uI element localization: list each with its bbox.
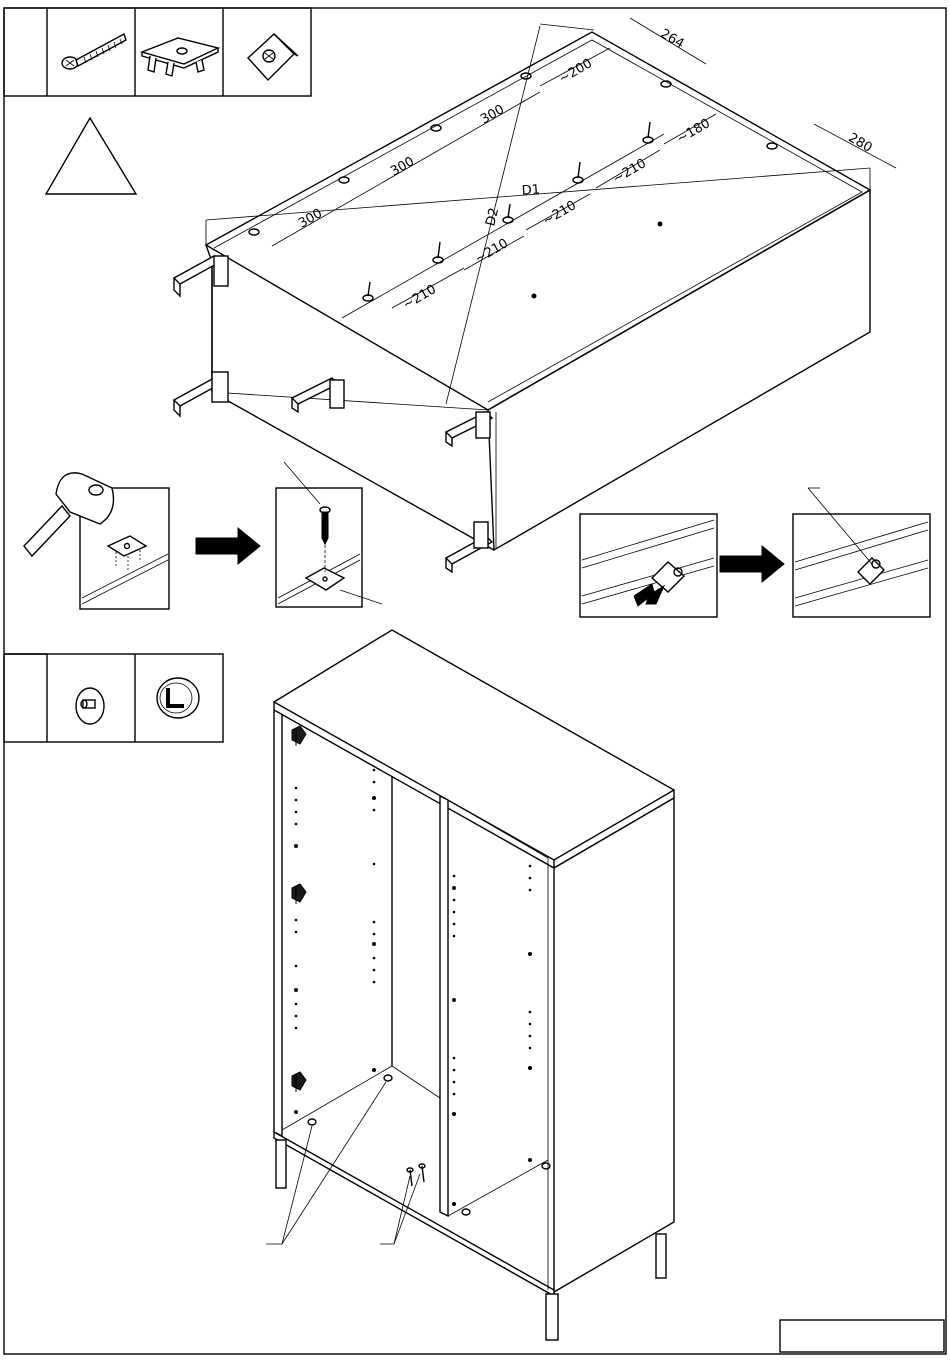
parts-box-a bbox=[4, 8, 311, 96]
warning-triangle bbox=[46, 118, 136, 194]
hammer-icon bbox=[24, 473, 114, 556]
screw-vertical-icon bbox=[320, 507, 330, 544]
leg-rear-right bbox=[446, 522, 492, 572]
step-corner-bracket-fixed bbox=[793, 488, 930, 617]
leg-rear-left bbox=[174, 372, 228, 416]
leg-front-left bbox=[174, 256, 228, 296]
dim-spacing-180: ~180 bbox=[675, 116, 713, 147]
dim-diagonal-1: D1 bbox=[521, 182, 540, 198]
step-corner-bracket bbox=[580, 514, 717, 617]
dim-spacing-210-c: ~210 bbox=[473, 236, 511, 267]
arrow-right-2 bbox=[720, 546, 784, 582]
dim-spacing-300-a: 300 bbox=[478, 102, 507, 127]
screw-icon bbox=[62, 34, 126, 69]
leg-front-right bbox=[446, 412, 492, 446]
bottom-fittings bbox=[308, 1075, 550, 1215]
cam-fittings bbox=[292, 726, 306, 1092]
dim-depth-right: 280 bbox=[846, 130, 875, 155]
cap-cover-icon bbox=[157, 678, 199, 718]
dim-spacing-top: ~200 bbox=[557, 56, 595, 87]
arrow-right-1 bbox=[196, 528, 260, 564]
dim-spacing-210-a: ~210 bbox=[611, 156, 649, 187]
dim-spacing-210-d: ~210 bbox=[401, 282, 439, 313]
step-screw-plate bbox=[276, 462, 382, 607]
step-hammer-plate bbox=[24, 473, 169, 609]
dim-spacing-300-c: 300 bbox=[296, 206, 325, 231]
wardrobe-front-view bbox=[266, 630, 674, 1340]
leg-right bbox=[656, 1234, 666, 1278]
parts-box-b bbox=[4, 654, 223, 742]
dim-spacing-210-b: ~210 bbox=[541, 198, 579, 229]
page-label-box bbox=[780, 1320, 944, 1352]
glide-plate-icon bbox=[142, 38, 218, 76]
leg-middle bbox=[292, 378, 344, 412]
leg-left bbox=[276, 1140, 286, 1188]
corner-bracket-icon bbox=[248, 34, 298, 80]
carcass-top-view: 264 280 ~200 300 300 300 ~180 ~210 ~210 … bbox=[174, 18, 896, 572]
dim-diagonal-2: D2 bbox=[483, 206, 502, 227]
dim-spacing-300-b: 300 bbox=[388, 154, 417, 179]
shelf-pin-holes bbox=[294, 769, 532, 1206]
leg-front bbox=[546, 1294, 558, 1340]
cam-dowel-icon bbox=[76, 688, 104, 724]
dim-depth-left: 264 bbox=[658, 26, 687, 51]
callout-leaders bbox=[266, 1082, 420, 1244]
